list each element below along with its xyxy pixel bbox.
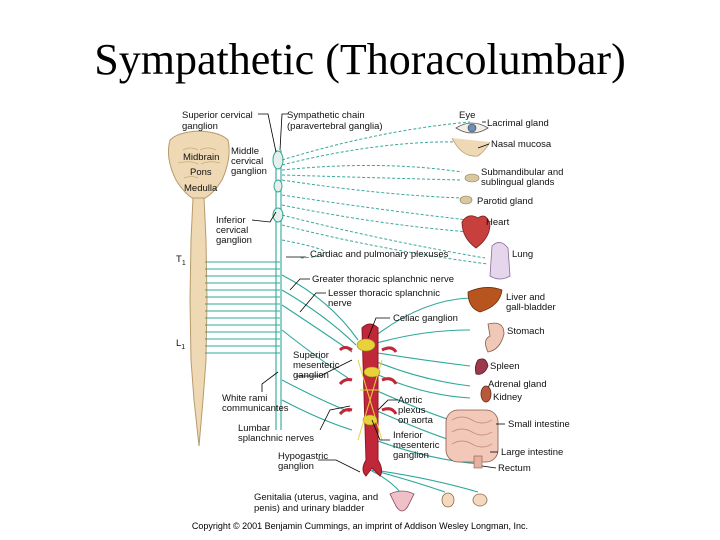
label-spleen: Spleen xyxy=(490,361,520,372)
label-greater-splanchnic: Greater thoracic splanchnic nerve xyxy=(312,274,454,285)
label-parotid-gland: Parotid gland xyxy=(477,196,533,207)
sympathetic-chain xyxy=(272,150,284,430)
submandibular-gland-icon xyxy=(464,173,480,183)
label-inferior-cervical: Inferior xyxy=(216,215,246,226)
label-medulla: Medulla xyxy=(184,183,218,194)
label-rectum: Rectum xyxy=(498,463,531,474)
label-lesser-splanchnic: Lesser thoracic splanchnic xyxy=(328,288,440,299)
label-sympathetic-chain-line2: (paravertebral ganglia) xyxy=(287,121,383,132)
copyright-notice: Copyright © 2001 Benjamin Cummings, an i… xyxy=(191,521,529,531)
label-aortic-plexus: Aortic xyxy=(398,395,423,406)
splanchnic-nerves xyxy=(281,274,481,493)
label-aortic-plexus-line3: on aorta xyxy=(398,415,434,426)
label-sympathetic-chain: Sympathetic chain xyxy=(287,110,365,121)
heart-icon xyxy=(461,215,491,249)
label-inferior-mesenteric-line2: mesenteric xyxy=(393,440,440,451)
label-liver-line2: gall-bladder xyxy=(506,302,556,313)
label-lesser-splanchnic-line2: nerve xyxy=(328,298,352,309)
label-hypogastric-line2: ganglion xyxy=(278,461,314,472)
label-genitalia-line2: penis) and urinary bladder xyxy=(254,503,364,514)
label-submandibular-line2: sublingual glands xyxy=(481,177,555,188)
label-middle-cervical: Middle xyxy=(231,146,259,157)
spleen-icon xyxy=(474,358,489,375)
intestine-icon xyxy=(445,409,499,469)
label-nasal-mucosa: Nasal mucosa xyxy=(491,139,552,150)
label-genitalia: Genitalia (uterus, vagina, and xyxy=(254,492,378,503)
diagram-labels: Superior cervical ganglion Sympathetic c… xyxy=(176,110,570,514)
label-superior-mesenteric-line3: ganglion xyxy=(293,370,329,381)
label-lumbar-splanchnic-line2: splanchnic nerves xyxy=(238,433,314,444)
label-liver: Liver and xyxy=(506,292,545,303)
label-large-intestine: Large intestine xyxy=(501,447,563,458)
label-l1: L1 xyxy=(176,338,185,351)
aorta xyxy=(338,323,398,477)
genitalia-icon xyxy=(389,490,488,512)
label-cardiac-plexuses: Cardiac and pulmonary plexuses xyxy=(310,249,449,260)
label-lumbar-splanchnic: Lumbar xyxy=(238,423,270,434)
label-midbrain: Midbrain xyxy=(183,152,219,163)
lung-icon xyxy=(489,242,511,280)
label-white-rami: White rami xyxy=(222,393,267,404)
label-superior-cervical-line2: ganglion xyxy=(182,121,218,132)
label-inferior-cervical-line2: cervical xyxy=(216,225,248,236)
label-hypogastric: Hypogastric xyxy=(278,451,328,462)
label-superior-mesenteric-line2: mesenteric xyxy=(293,360,340,371)
label-aortic-plexus-line2: plexus xyxy=(398,405,426,416)
label-middle-cervical-line2: cervical xyxy=(231,156,263,167)
label-superior-cervical: Superior cervical xyxy=(182,110,253,121)
label-small-intestine: Small intestine xyxy=(508,419,570,430)
label-kidney: Kidney xyxy=(493,392,522,403)
white-rami-lines xyxy=(205,261,280,354)
label-white-rami-line2: communicantes xyxy=(222,403,289,414)
label-celiac-ganglion: Celiac ganglion xyxy=(393,313,458,324)
organs xyxy=(389,122,511,512)
label-submandibular: Submandibular and xyxy=(481,167,563,178)
label-pons: Pons xyxy=(190,167,212,178)
adrenal-kidney-icon xyxy=(480,385,492,403)
label-adrenal-gland: Adrenal gland xyxy=(488,379,547,390)
label-inferior-mesenteric-line3: ganglion xyxy=(393,450,429,461)
leader-lines xyxy=(251,113,505,473)
label-lacrimal-gland: Lacrimal gland xyxy=(487,118,549,129)
label-stomach: Stomach xyxy=(507,326,545,337)
label-t1: T1 xyxy=(176,254,186,267)
postganglionic-fibers xyxy=(281,121,489,265)
stomach-icon xyxy=(485,322,505,353)
label-superior-mesenteric: Superior xyxy=(293,350,329,361)
liver-icon xyxy=(467,287,503,313)
slide-title: Sympathetic (Thoracolumbar) xyxy=(94,35,626,84)
label-eye: Eye xyxy=(459,110,475,121)
label-heart: Heart xyxy=(486,217,510,228)
label-middle-cervical-line3: ganglion xyxy=(231,166,267,177)
parotid-gland-icon xyxy=(459,195,473,205)
brain-and-spinal-cord xyxy=(168,130,230,447)
label-lung: Lung xyxy=(512,249,533,260)
eye-icon xyxy=(451,122,491,157)
label-inferior-mesenteric: Inferior xyxy=(393,430,423,441)
label-inferior-cervical-line3: ganglion xyxy=(216,235,252,246)
